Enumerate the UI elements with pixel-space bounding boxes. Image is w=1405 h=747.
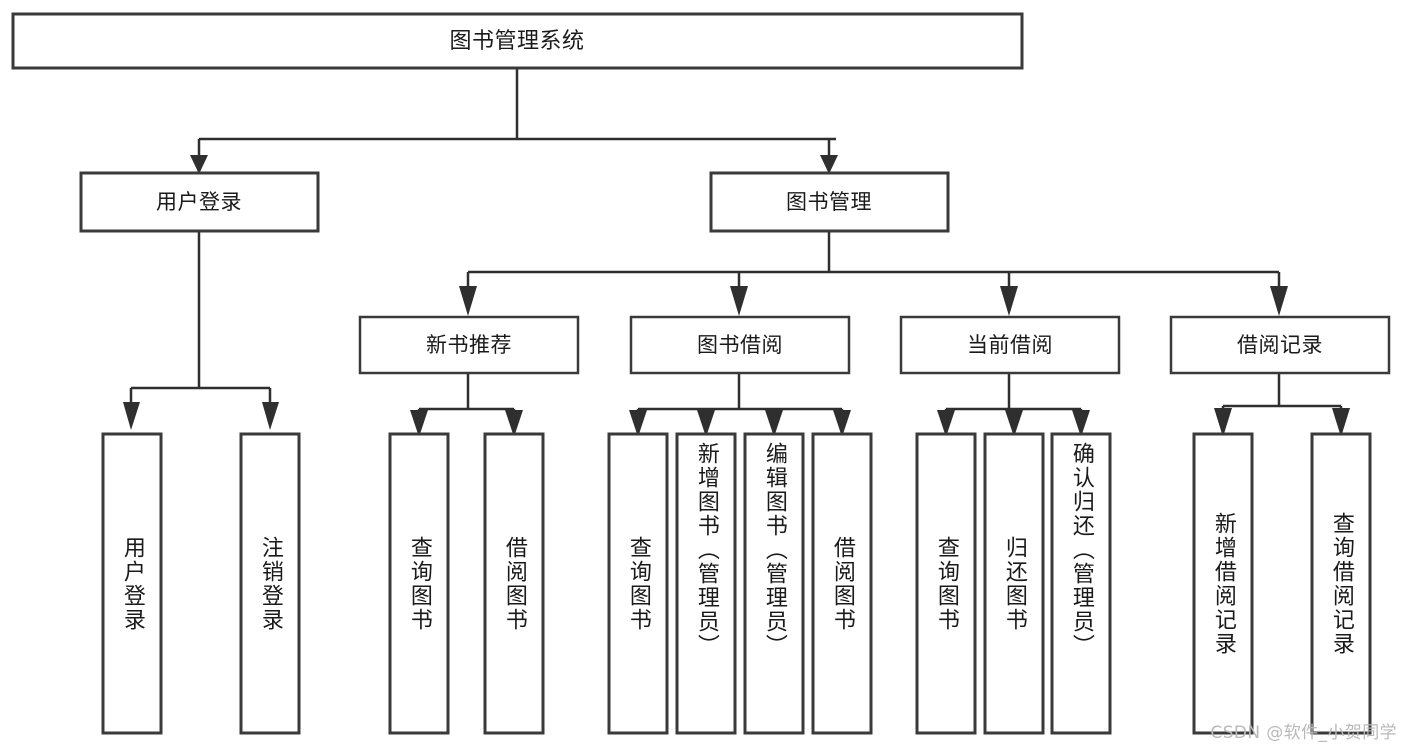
node-leaf-add-book-box[interactable] (675, 432, 737, 735)
node-layer: 图书管理系统 用户登录 图书管理 新书推荐 图书借阅 当前 (11, 12, 1391, 735)
connector-layer (123, 68, 1350, 437)
node-leaf-confirm-return-box[interactable] (1050, 432, 1112, 735)
node-current-label: 当前借阅 (967, 333, 1053, 357)
arrow-head-leaf-add-record (1214, 408, 1232, 437)
arrow-head-newbook (459, 286, 477, 316)
node-login-box[interactable] (79, 171, 320, 233)
node-borrow-label: 图书借阅 (697, 333, 783, 357)
arrow-head-leaf-borrow-book-1 (505, 410, 523, 437)
node-newbook-box[interactable] (358, 315, 580, 375)
node-newbook[interactable]: 新书推荐 (358, 315, 580, 375)
arrow-head-borrow (730, 286, 748, 316)
arrow-head-record (1270, 286, 1288, 316)
node-leaf-query-book-2-box[interactable] (607, 432, 669, 735)
node-leaf-query-book-3-box[interactable] (915, 432, 977, 735)
node-root[interactable]: 图书管理系统 (11, 12, 1024, 70)
csdn-watermark: CSDN @软件_小贺同学 (1210, 723, 1397, 743)
arrow-head-current (1000, 286, 1018, 316)
arrow-head-leaf-add-book (697, 410, 715, 437)
node-leaf-edit-book-box[interactable] (743, 432, 805, 735)
node-bookmgmt-box[interactable] (709, 171, 950, 233)
node-record[interactable]: 借阅记录 (1169, 315, 1391, 375)
arrow-head-bookmgmt (820, 155, 838, 174)
arrow-head-leaf-user-logout (262, 402, 279, 430)
node-current-box[interactable] (899, 315, 1121, 375)
node-root-label: 图书管理系统 (449, 29, 584, 54)
arrow-head-leaf-query-record (1332, 408, 1350, 437)
arrow-head-leaf-query-book-3 (937, 410, 955, 437)
node-leaf-borrow-book-1-box[interactable] (483, 432, 545, 735)
node-leaf-query-book-1-box[interactable] (388, 432, 450, 735)
node-record-box[interactable] (1169, 315, 1391, 375)
node-login-label: 用户登录 (156, 190, 242, 214)
arrow-head-leaf-query-book-1 (410, 410, 428, 437)
node-leaf-borrow-book-2-box[interactable] (811, 432, 873, 735)
node-leaf-add-record-box[interactable] (1192, 432, 1254, 735)
node-leaf-query-record-box[interactable] (1310, 432, 1372, 735)
node-newbook-label: 新书推荐 (426, 333, 512, 357)
arrow-head-leaf-return-book (1005, 410, 1023, 437)
node-borrow[interactable]: 图书借阅 (629, 315, 851, 375)
node-borrow-box[interactable] (629, 315, 851, 375)
node-leaf-return-book-box[interactable] (983, 432, 1045, 735)
arrow-head-leaf-borrow-book-2 (833, 410, 851, 437)
node-login[interactable]: 用户登录 (79, 171, 320, 233)
node-leaf-user-login-box[interactable] (101, 432, 163, 735)
node-current[interactable]: 当前借阅 (899, 315, 1121, 375)
arrow-head-leaf-user-login (123, 402, 140, 430)
node-root-box[interactable] (11, 12, 1024, 70)
arrow-head-leaf-query-book-2 (629, 410, 647, 437)
node-record-label: 借阅记录 (1237, 333, 1323, 357)
node-leaf-user-logout-box[interactable] (239, 432, 301, 735)
arrow-head-leaf-edit-book (765, 410, 783, 437)
node-bookmgmt[interactable]: 图书管理 (709, 171, 950, 233)
arrow-head-leaf-confirm-return (1072, 410, 1090, 437)
arrow-head-login (190, 155, 208, 174)
node-bookmgmt-label: 图书管理 (786, 190, 872, 214)
